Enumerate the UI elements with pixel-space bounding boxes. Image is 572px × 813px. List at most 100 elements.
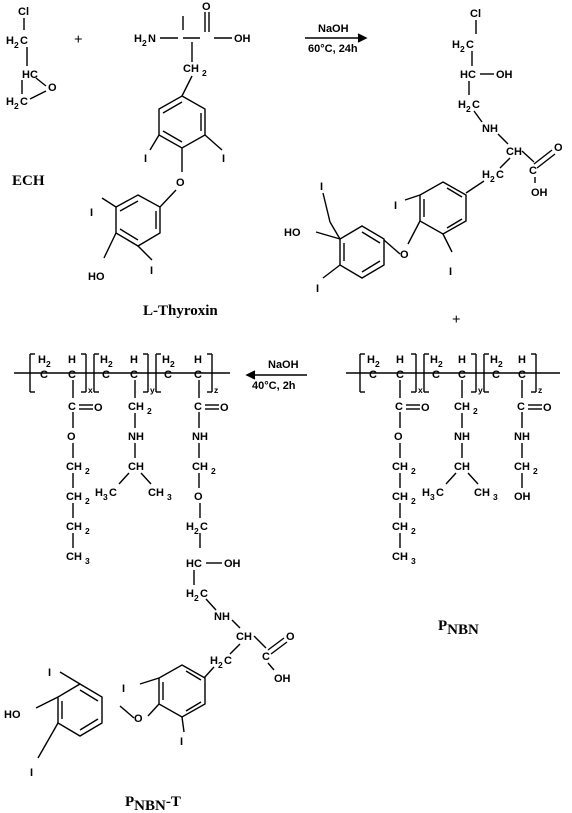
subscript-3: 3 xyxy=(85,556,90,566)
atom-hc: HC xyxy=(186,558,202,570)
atom-iodine: I xyxy=(222,153,225,165)
pnbn-polymer: H 2 C H C x H 2 C H C y H 2 C H C z C O … xyxy=(346,353,560,638)
subscript-2: 2 xyxy=(194,526,199,536)
atom-ch: CH xyxy=(506,146,522,158)
atom-ch2: CH xyxy=(454,401,470,413)
atom-ho: HO xyxy=(4,709,21,721)
subscript-2: 2 xyxy=(85,526,90,536)
atom-h: H xyxy=(130,354,138,366)
atom-ch2: CH xyxy=(192,461,208,473)
step1-reagent: NaOH xyxy=(318,23,349,35)
atom-h2: H xyxy=(367,354,375,366)
atom-c: C xyxy=(130,369,138,381)
subscript-3: 3 xyxy=(430,492,435,502)
atom-n: N xyxy=(148,33,156,45)
atom-iodine: I xyxy=(320,181,323,193)
atom-o: O xyxy=(176,177,185,189)
atom-h2: H xyxy=(430,354,438,366)
atom-nh: NH xyxy=(214,611,230,623)
subscript-x: x xyxy=(418,385,423,395)
subscript-2: 2 xyxy=(14,101,19,111)
atom-h: H xyxy=(68,354,76,366)
atom-o: O xyxy=(286,631,295,643)
atom-ch2: CH xyxy=(66,491,82,503)
atom-ch2: CH xyxy=(514,461,530,473)
subscript-2: 2 xyxy=(533,466,538,476)
subscript-z: z xyxy=(214,385,218,395)
atom-iodine: I xyxy=(30,767,33,779)
step2-reagent: NaOH xyxy=(268,359,299,371)
subscript-3: 3 xyxy=(103,492,108,502)
atom-o: O xyxy=(67,431,76,443)
atom-oh: OH xyxy=(224,558,241,570)
atom-h2: H xyxy=(162,354,170,366)
subscript-x: x xyxy=(88,385,93,395)
step1-conditions: 60°C, 24h xyxy=(308,43,358,55)
atom-o: O xyxy=(400,249,409,261)
atom-c: C xyxy=(396,369,404,381)
atom-c: C xyxy=(68,401,76,413)
atom-h2c: H xyxy=(186,588,194,600)
atom-ch2: CH xyxy=(66,461,82,473)
atom-ch2: CH xyxy=(128,401,144,413)
subscript-3: 3 xyxy=(493,492,498,502)
atom-c: C xyxy=(496,169,504,181)
atom-o: O xyxy=(202,1,211,13)
atom-c: C xyxy=(492,369,500,381)
atom-c: C xyxy=(194,401,202,413)
atom-c: C xyxy=(466,39,474,51)
adduct-molecule: Cl H 2 C HC OH H 2 C NH CH C O OH H 2 C … xyxy=(284,8,563,295)
atom-c: C xyxy=(200,588,208,600)
atom-ch3: CH xyxy=(474,487,490,499)
plus-sign-2: + xyxy=(452,312,461,328)
atom-c: C xyxy=(200,521,208,533)
atom-oh: OH xyxy=(496,69,513,81)
atom-nh: NH xyxy=(482,123,498,135)
atom-ho: HO xyxy=(88,271,105,283)
atom-h: H xyxy=(458,354,466,366)
atom-c: C xyxy=(518,369,526,381)
atom-nh: NH xyxy=(454,431,470,443)
label-l-thyroxin: L-Thyroxin xyxy=(143,303,218,319)
atom-iodine: I xyxy=(48,667,51,679)
label-pnbn-t: PNBN-T xyxy=(125,794,181,813)
subscript-2: 2 xyxy=(211,466,216,476)
subscript-2: 2 xyxy=(202,68,207,78)
atom-nh: NH xyxy=(514,431,530,443)
atom-iodine: I xyxy=(449,266,452,278)
atom-c: C xyxy=(164,369,172,381)
subscript-2: 2 xyxy=(46,359,51,369)
atom-c: C xyxy=(68,369,76,381)
atom-c: C xyxy=(395,401,403,413)
atom-o: O xyxy=(134,713,143,725)
atom-c: C xyxy=(458,369,466,381)
atom-ch3: CH xyxy=(148,487,164,499)
step2-conditions: 40°C, 2h xyxy=(252,380,296,392)
atom-h3c: H xyxy=(95,487,103,499)
atom-ch2: CH xyxy=(183,63,199,75)
atom-o: O xyxy=(48,82,57,94)
atom-c: C xyxy=(529,165,537,177)
atom-ch2: CH xyxy=(392,521,408,533)
reaction-arrow-2: NaOH 40°C, 2h xyxy=(245,359,307,392)
atom-ch2: CH xyxy=(66,521,82,533)
subscript-2: 2 xyxy=(85,496,90,506)
atom-h: H xyxy=(194,354,202,366)
atom-h2c: H xyxy=(210,655,218,667)
atom-ch: CH xyxy=(236,631,252,643)
atom-oh: OH xyxy=(274,673,291,685)
subscript-2: 2 xyxy=(411,466,416,476)
atom-oh: OH xyxy=(514,491,531,503)
atom-ch: CH xyxy=(454,461,470,473)
atom-ch: CH xyxy=(128,461,144,473)
atom-h2c: H xyxy=(6,35,14,47)
atom-c: C xyxy=(517,401,525,413)
atom-iodine: I xyxy=(394,200,397,212)
atom-o: O xyxy=(394,431,403,443)
reaction-arrow-1: NaOH 60°C, 24h xyxy=(305,23,368,55)
atom-h2c: H xyxy=(6,96,14,108)
atom-h3c: H xyxy=(422,487,430,499)
atom-nh: NH xyxy=(192,431,208,443)
subscript-2: 2 xyxy=(411,496,416,506)
atom-c: C xyxy=(20,96,28,108)
